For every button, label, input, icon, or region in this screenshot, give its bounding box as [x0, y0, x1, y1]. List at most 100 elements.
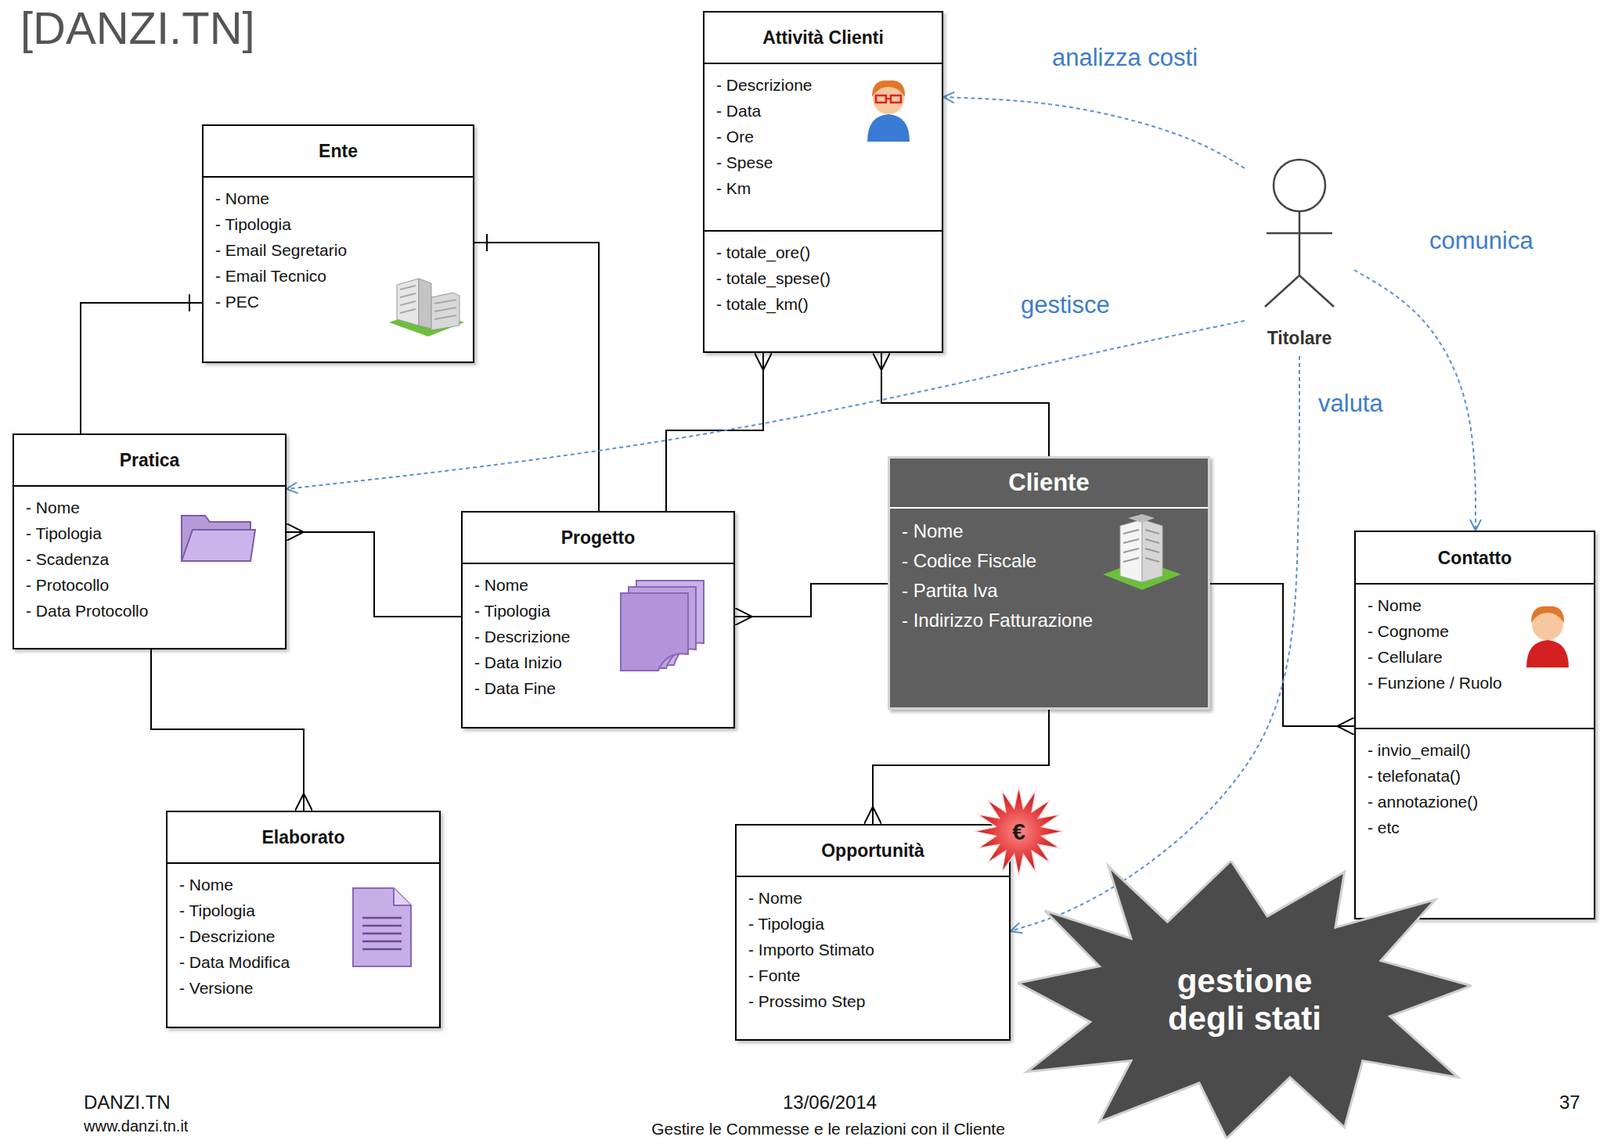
edge-label: gestisce — [1017, 291, 1114, 320]
node-text: - Data Inizio — [474, 649, 563, 676]
node-text: - Tipologia — [474, 598, 551, 624]
icon — [387, 270, 466, 341]
class-box: Elaborato - Nome- Tipologia- Descrizione-… — [165, 810, 441, 1029]
node-text: - Protocollo — [25, 572, 109, 599]
compartment: Contatto — [1355, 532, 1594, 584]
node-text: - Nome — [25, 494, 80, 521]
node-text: - annotazione() — [1367, 789, 1478, 815]
edge-label: valuta — [1315, 389, 1387, 419]
node-text: - Email Tecnico — [215, 263, 327, 289]
compartment: - Nome- Tipologia- Importo Stimato- Font… — [736, 875, 1010, 1040]
dashed-arrow — [943, 97, 1245, 169]
node-text: - Codice Fiscale — [901, 546, 1037, 577]
node-text: - Cognome — [1367, 618, 1449, 645]
node-text: - PEC — [215, 288, 260, 315]
node-text: - totale_spese() — [716, 265, 831, 292]
node-text: - totale_ore() — [716, 239, 811, 266]
icon — [619, 579, 707, 675]
relation-line — [151, 649, 304, 811]
stick-figure — [1244, 156, 1355, 318]
edge-label: comunica — [1426, 227, 1537, 256]
compartment: - Nome- Tipologia- Descrizione- Data Ini… — [462, 562, 734, 728]
node-text: - Nome — [748, 885, 803, 912]
icon — [1102, 513, 1182, 595]
compartment: - totale_ore()- totale_spese()- totale_k… — [704, 230, 942, 352]
node-text: - Nome — [901, 516, 964, 547]
node-text: - Cellulare — [1367, 644, 1443, 671]
node-text: - Tipologia — [748, 911, 825, 937]
node-text: - Km — [716, 175, 751, 202]
node-title: Cliente — [1008, 467, 1089, 499]
node-text: - Data Modifica — [179, 949, 290, 976]
node-title: Elaborato — [261, 825, 345, 850]
node-text: - Data Protocollo — [25, 598, 148, 624]
footer-date: 13/06/2014 — [782, 1091, 877, 1114]
node-text: - etc — [1367, 814, 1400, 841]
class-box: Attività Clienti - Descrizione- Data- Ore… — [702, 10, 944, 354]
node-text: - Tipologia — [215, 211, 292, 238]
node-title: Ente — [318, 139, 358, 163]
footer-url: www.danzi.tn.it — [83, 1117, 188, 1136]
icon — [178, 509, 257, 570]
class-box: Opportunità - Nome- Tipologia- Importo St… — [735, 824, 1011, 1042]
page-number: 37 — [1559, 1091, 1581, 1114]
node-title: gestione degli stati — [1150, 962, 1339, 1038]
node-text: - Descrizione — [716, 72, 813, 98]
compartment: - Descrizione- Data- Ore- Spese- Km — [704, 62, 942, 231]
relation-line — [666, 353, 764, 512]
node-text: - Email Segretario — [215, 237, 347, 264]
node-title: € — [1012, 818, 1026, 846]
node-text: - Descrizione — [474, 623, 571, 650]
node-text: - Nome — [1367, 592, 1422, 619]
node-title: Titolare — [1267, 326, 1333, 350]
relation-line — [286, 532, 462, 617]
compartment: Opportunità — [736, 825, 1010, 876]
compartment: - invio_email()- telefonata()- annotazio… — [1355, 727, 1594, 919]
node-text: - Importo Stimato — [748, 936, 875, 963]
node-text: - Versione — [179, 975, 254, 1002]
relation-line — [1210, 583, 1355, 727]
compartment: - Nome- Tipologia- Descrizione- Data Mod… — [167, 862, 440, 1028]
node-text: - Partita Iva — [901, 576, 999, 606]
compartment: Attività Clienti — [704, 12, 942, 63]
node-title: Attività Clienti — [762, 25, 884, 50]
icon — [1520, 601, 1575, 671]
compartment: Ente — [203, 126, 473, 177]
footer-title: Gestire le Commesse e le relazioni con i… — [651, 1120, 1006, 1139]
footer-text: DANZI.TN — [83, 1091, 171, 1114]
node-text: - Prossimo Step — [748, 988, 865, 1015]
callout-burst: gestione degli stati — [1017, 861, 1472, 1139]
node-text: - Ore — [716, 123, 754, 150]
compartment: - Nome- Tipologia- Scadenza- Protocollo-… — [14, 485, 285, 649]
compartment: Cliente — [890, 458, 1208, 508]
node-text: - Tipologia — [25, 520, 102, 547]
relation-line — [735, 583, 888, 617]
node-text: - Nome — [179, 872, 234, 898]
node-text: - Nome — [215, 185, 270, 212]
node-text: - Data Fine — [474, 675, 556, 702]
class-box: Cliente - Nome- Codice Fiscale- Partita I… — [887, 456, 1211, 710]
node-text: - Spese — [716, 149, 773, 176]
logo: [DANZI.TN] — [20, 1, 256, 55]
compartment: - Nome- Cognome- Cellulare- Funzione / R… — [1355, 583, 1594, 728]
node-title: Opportunità — [821, 839, 925, 863]
node-text: - telefonata() — [1367, 763, 1461, 790]
node-title: Progetto — [561, 526, 636, 550]
compartment: Elaborato — [167, 812, 440, 863]
node-text: - Funzione / Ruolo — [1367, 670, 1503, 696]
actor-figure: Titolare — [1244, 156, 1355, 357]
compartment: Progetto — [462, 512, 734, 563]
icon — [861, 75, 916, 145]
icon — [351, 886, 413, 972]
class-box: Pratica- Nome- Tipologia- Scadenza- Prot… — [12, 433, 287, 650]
relation-line — [80, 302, 202, 434]
node-text: - Indirizzo Fatturazione — [901, 605, 1093, 636]
compartment: - Nome- Codice Fiscale- Partita Iva- Ind… — [890, 507, 1208, 708]
node-text: - Data — [716, 97, 761, 124]
euro-star: € — [973, 782, 1064, 881]
node-text: - Scadenza — [25, 546, 109, 573]
node-text: - Fonte — [748, 962, 801, 989]
node-text: - Descrizione — [179, 923, 276, 950]
node-title: Contatto — [1437, 546, 1513, 570]
compartment: - Nome- Tipologia- Email Segretario- Ema… — [203, 176, 473, 362]
